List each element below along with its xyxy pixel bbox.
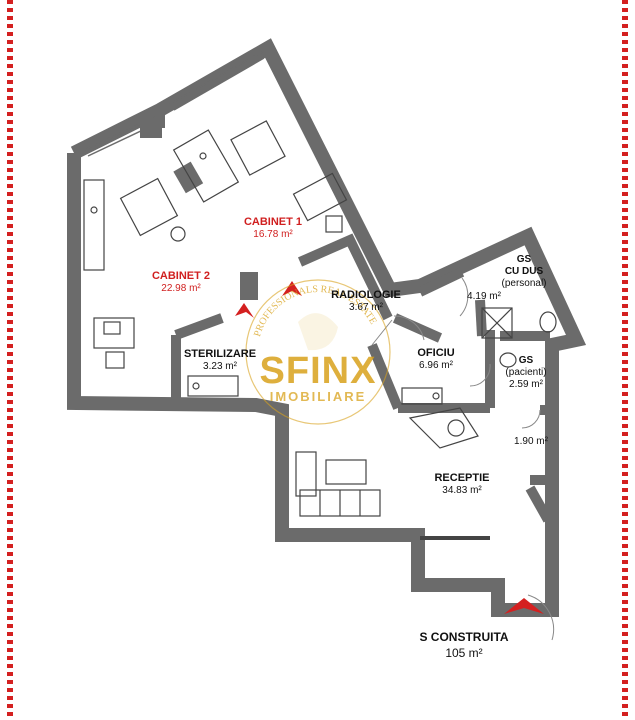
reception-table — [325, 459, 367, 485]
sterilizare-area: 3.23 m² — [203, 361, 237, 372]
watermark-logo: PROFESSIONALS REAL ESTATE — [245, 279, 391, 425]
interior-walls — [140, 112, 553, 523]
oficiu-name: OFICIU — [417, 347, 455, 359]
cabinet1-desk — [292, 172, 348, 222]
watermark-sub: IMOBILIARE — [269, 389, 367, 404]
total-area: 105 m² — [445, 646, 483, 660]
total-label: S CONSTRUITA — [419, 630, 509, 644]
gs-dus-line1: GS — [516, 254, 532, 265]
arrow-entrance — [504, 598, 544, 614]
cabinet2-area: 22.98 m² — [161, 283, 201, 294]
gs-pacienti-line1: GS — [518, 355, 534, 366]
gs-dus-line3: (personal) — [501, 278, 547, 289]
sterilizare-counter — [187, 375, 239, 397]
sterilizare-name: STERILIZARE — [183, 348, 257, 360]
cabinet1-area: 16.78 m² — [253, 229, 293, 240]
dental-chair-1 — [230, 120, 286, 176]
oficiu-area: 6.96 m² — [419, 360, 453, 371]
hall-area: 1.90 m² — [514, 436, 548, 447]
gs-dus-area: 4.19 m² — [467, 291, 501, 302]
door-swings — [371, 277, 555, 641]
watermark-brand: SFINX — [259, 350, 377, 392]
dental-chair-2 — [119, 177, 179, 237]
receptie-name: RECEPTIE — [434, 472, 490, 484]
entrance-arrows — [235, 281, 544, 614]
outer-walls — [67, 38, 587, 617]
gs-pacienti-line2: (pacienti) — [505, 367, 547, 378]
left-dashed-border — [7, 0, 13, 720]
cabinet1-name: CABINET 1 — [243, 216, 303, 228]
reception-sofa-left — [295, 451, 317, 497]
cabinet2-desk — [93, 317, 135, 349]
arrow-sterilizare — [235, 303, 254, 318]
toilet-1 — [539, 311, 557, 333]
receptie-area: 34.83 m² — [442, 485, 482, 496]
cabinet2-counter — [83, 179, 105, 271]
gs-pacienti-area: 2.59 m² — [509, 379, 543, 390]
radiologie-name: RADIOLOGIE — [331, 289, 401, 301]
cabinet1-counter — [172, 129, 240, 203]
radiologie-area: 3.67 m² — [349, 302, 383, 313]
gs-dus-line2: CU DUS — [504, 266, 544, 277]
shower — [481, 307, 513, 339]
cabinet2-name: CABINET 2 — [151, 270, 211, 282]
furniture — [83, 120, 557, 540]
right-dashed-border — [622, 0, 628, 720]
arrow-radiologie — [282, 281, 302, 296]
toilet-2 — [499, 352, 517, 368]
reception-desk — [408, 407, 479, 449]
oficiu-counter — [401, 387, 443, 405]
